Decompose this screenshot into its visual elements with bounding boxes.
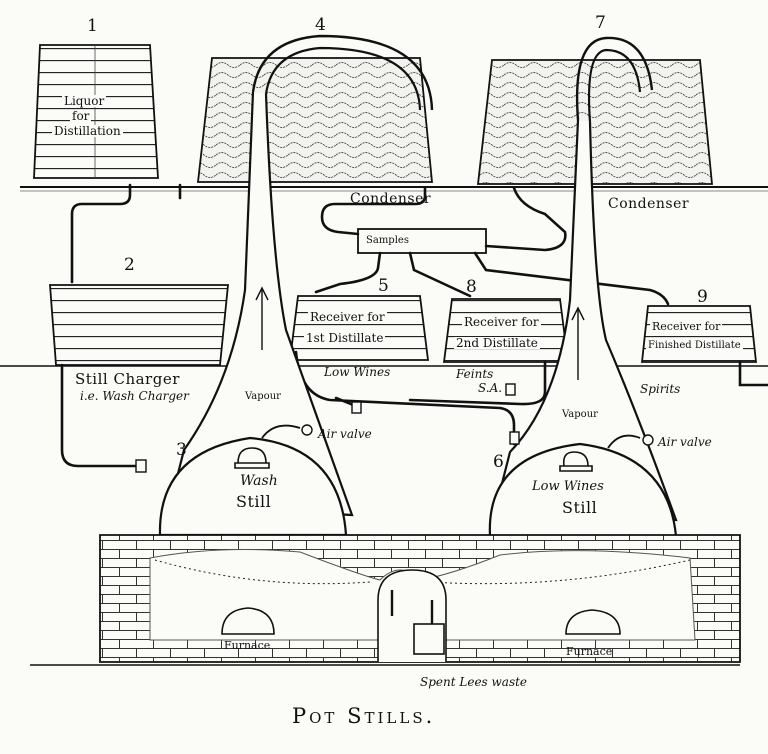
label-number-1: 1 bbox=[87, 16, 98, 36]
receiver-tub-9 bbox=[640, 305, 758, 363]
condenser-label-right: Condenser bbox=[608, 196, 690, 212]
spirits-label: Spirits bbox=[640, 382, 681, 396]
swan-neck-4 bbox=[168, 34, 434, 517]
low-wines-still-body bbox=[488, 442, 678, 538]
low-wines-still-label-line1: Low Wines bbox=[532, 479, 604, 494]
receiver-1-line1: Receiver for bbox=[308, 310, 387, 324]
label-number-4: 4 bbox=[315, 15, 326, 35]
vapour-label-right: Vapour bbox=[562, 409, 598, 420]
furnace-label-right: Furnace bbox=[566, 645, 613, 658]
receiver-3-line1: Receiver for bbox=[650, 320, 723, 333]
label-number-7: 7 bbox=[595, 13, 606, 33]
liquor-label-line1: Liquor bbox=[62, 94, 107, 108]
liquor-tub bbox=[33, 44, 159, 179]
still-charger-tub bbox=[49, 284, 229, 366]
sample-box bbox=[357, 228, 487, 254]
label-number-8: 8 bbox=[466, 277, 477, 297]
vapour-label-left: Vapour bbox=[245, 391, 281, 402]
label-number-6: 6 bbox=[493, 452, 504, 472]
furnace-door-left bbox=[221, 607, 275, 635]
condenser-tub-left bbox=[196, 57, 433, 183]
receiver-2-line1: Receiver for bbox=[462, 315, 541, 329]
receiver-tub-5 bbox=[288, 295, 430, 361]
receiver-2-line2: 2nd Distillate bbox=[454, 336, 540, 350]
receiver-3-line2: Finished Distillate bbox=[646, 340, 743, 351]
air-valve-label-right: Air valve bbox=[658, 435, 712, 449]
low-wines-still-manhole bbox=[559, 451, 593, 472]
samples-label: Samples bbox=[366, 235, 409, 246]
liquor-label-line3: Distillation bbox=[52, 124, 123, 138]
spent-lees-tub bbox=[413, 623, 445, 655]
wash-still-label-line1: Wash bbox=[240, 473, 278, 489]
liquor-label-line2: for bbox=[70, 109, 92, 123]
low-wines-receiver-label: Low Wines bbox=[324, 365, 391, 379]
label-number-9: 9 bbox=[697, 287, 708, 307]
air-valve-label-left: Air valve bbox=[318, 427, 372, 441]
receiver-1-line2: 1st Distillate bbox=[304, 331, 386, 345]
feints-sub-label: S.A. bbox=[478, 381, 503, 395]
wash-still-manhole bbox=[234, 447, 270, 469]
wash-still-label-line2: Still bbox=[236, 492, 272, 511]
feints-label: Feints bbox=[456, 367, 494, 381]
pipes bbox=[60, 183, 768, 468]
label-number-2: 2 bbox=[124, 255, 135, 275]
spent-lees-label: Spent Lees waste bbox=[420, 675, 528, 689]
condenser-label-left: Condenser bbox=[350, 191, 432, 207]
wash-charger-label: i.e. Wash Charger bbox=[80, 389, 189, 403]
still-charger-label: Still Charger bbox=[75, 370, 180, 388]
page-title: Pot Stills. bbox=[292, 704, 436, 728]
furnace-label-left: Furnace bbox=[224, 639, 271, 652]
valves bbox=[135, 383, 654, 473]
wash-still-body bbox=[158, 436, 348, 537]
label-number-5: 5 bbox=[378, 276, 389, 296]
furnace-door-right bbox=[565, 609, 621, 635]
low-wines-still-label-line2: Still bbox=[562, 498, 598, 517]
receiver-tub-8 bbox=[442, 298, 570, 363]
condenser-tub-right bbox=[476, 59, 713, 185]
label-number-3: 3 bbox=[176, 440, 187, 460]
